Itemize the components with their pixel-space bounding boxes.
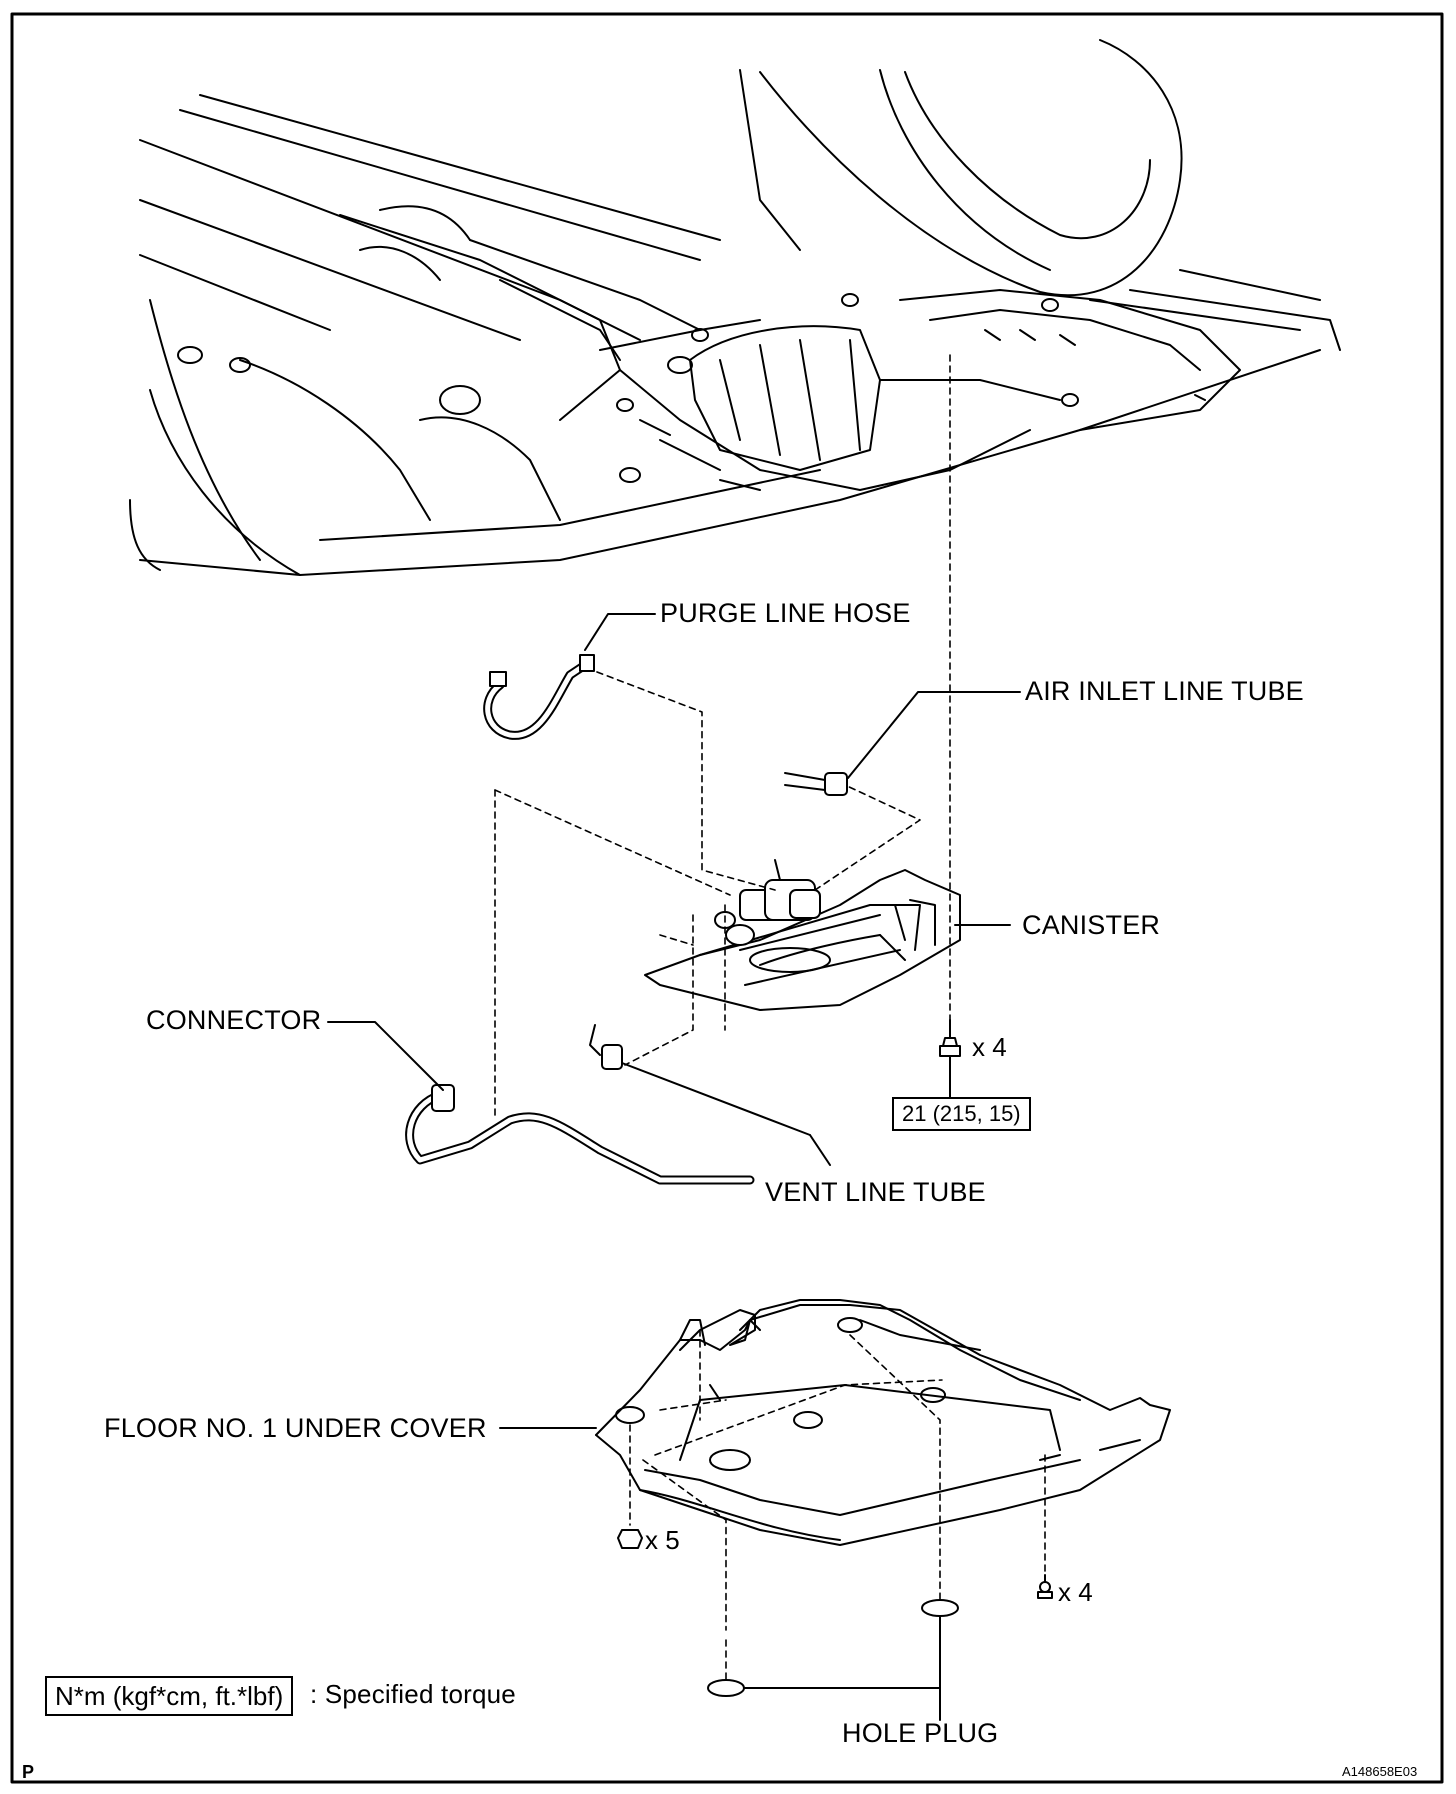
air-inlet-line-tube-part	[784, 772, 848, 796]
cover-nut-quantity: x 5	[645, 1525, 680, 1555]
cover-clip-quantity: x 4	[1058, 1577, 1093, 1607]
legend-torque-units-box: N*m (kgf*cm, ft.*lbf)	[45, 1676, 294, 1716]
connector-harness-part	[405, 1084, 755, 1185]
label-connector: CONNECTOR	[146, 1005, 322, 1035]
assembly-guide-lines-lower	[629, 1329, 1046, 1681]
label-hole-plug: HOLE PLUG	[842, 1718, 999, 1748]
label-purge-line-hose: PURGE LINE HOSE	[660, 598, 911, 628]
connector-leader	[327, 1021, 444, 1091]
assembly-guide-lines-upper	[494, 354, 951, 1116]
label-canister: CANISTER	[1022, 910, 1161, 940]
vehicle-underbody	[129, 39, 1341, 576]
legend-description: : Specified torque	[310, 1679, 516, 1709]
label-floor-under-cover: FLOOR NO. 1 UNDER COVER	[104, 1413, 487, 1443]
section-letter: P	[22, 1762, 35, 1782]
canister-part	[644, 859, 961, 1011]
floor-under-cover-part	[595, 1299, 1171, 1546]
hole-plugs	[707, 1599, 959, 1697]
outer-frame	[10, 12, 1444, 1784]
canister-bolt	[939, 1019, 961, 1097]
figure-id: A148658E03	[1342, 1764, 1418, 1779]
vent-line-tube-part	[589, 1024, 831, 1166]
hole-plug-leader	[743, 1615, 941, 1721]
canister-bolt-quantity: x 4	[972, 1032, 1007, 1062]
air-inlet-line-tube-leader	[847, 691, 1021, 779]
torque-spec-box: 21 (215, 15)	[892, 1097, 1031, 1131]
purge-line-hose-leader	[584, 613, 656, 651]
cover-clip	[1037, 1574, 1053, 1599]
purge-line-hose-part	[483, 654, 595, 740]
cover-nut	[617, 1529, 643, 1549]
label-air-inlet-line-tube: AIR INLET LINE TUBE	[1025, 676, 1304, 706]
label-vent-line-tube: VENT LINE TUBE	[765, 1177, 986, 1207]
